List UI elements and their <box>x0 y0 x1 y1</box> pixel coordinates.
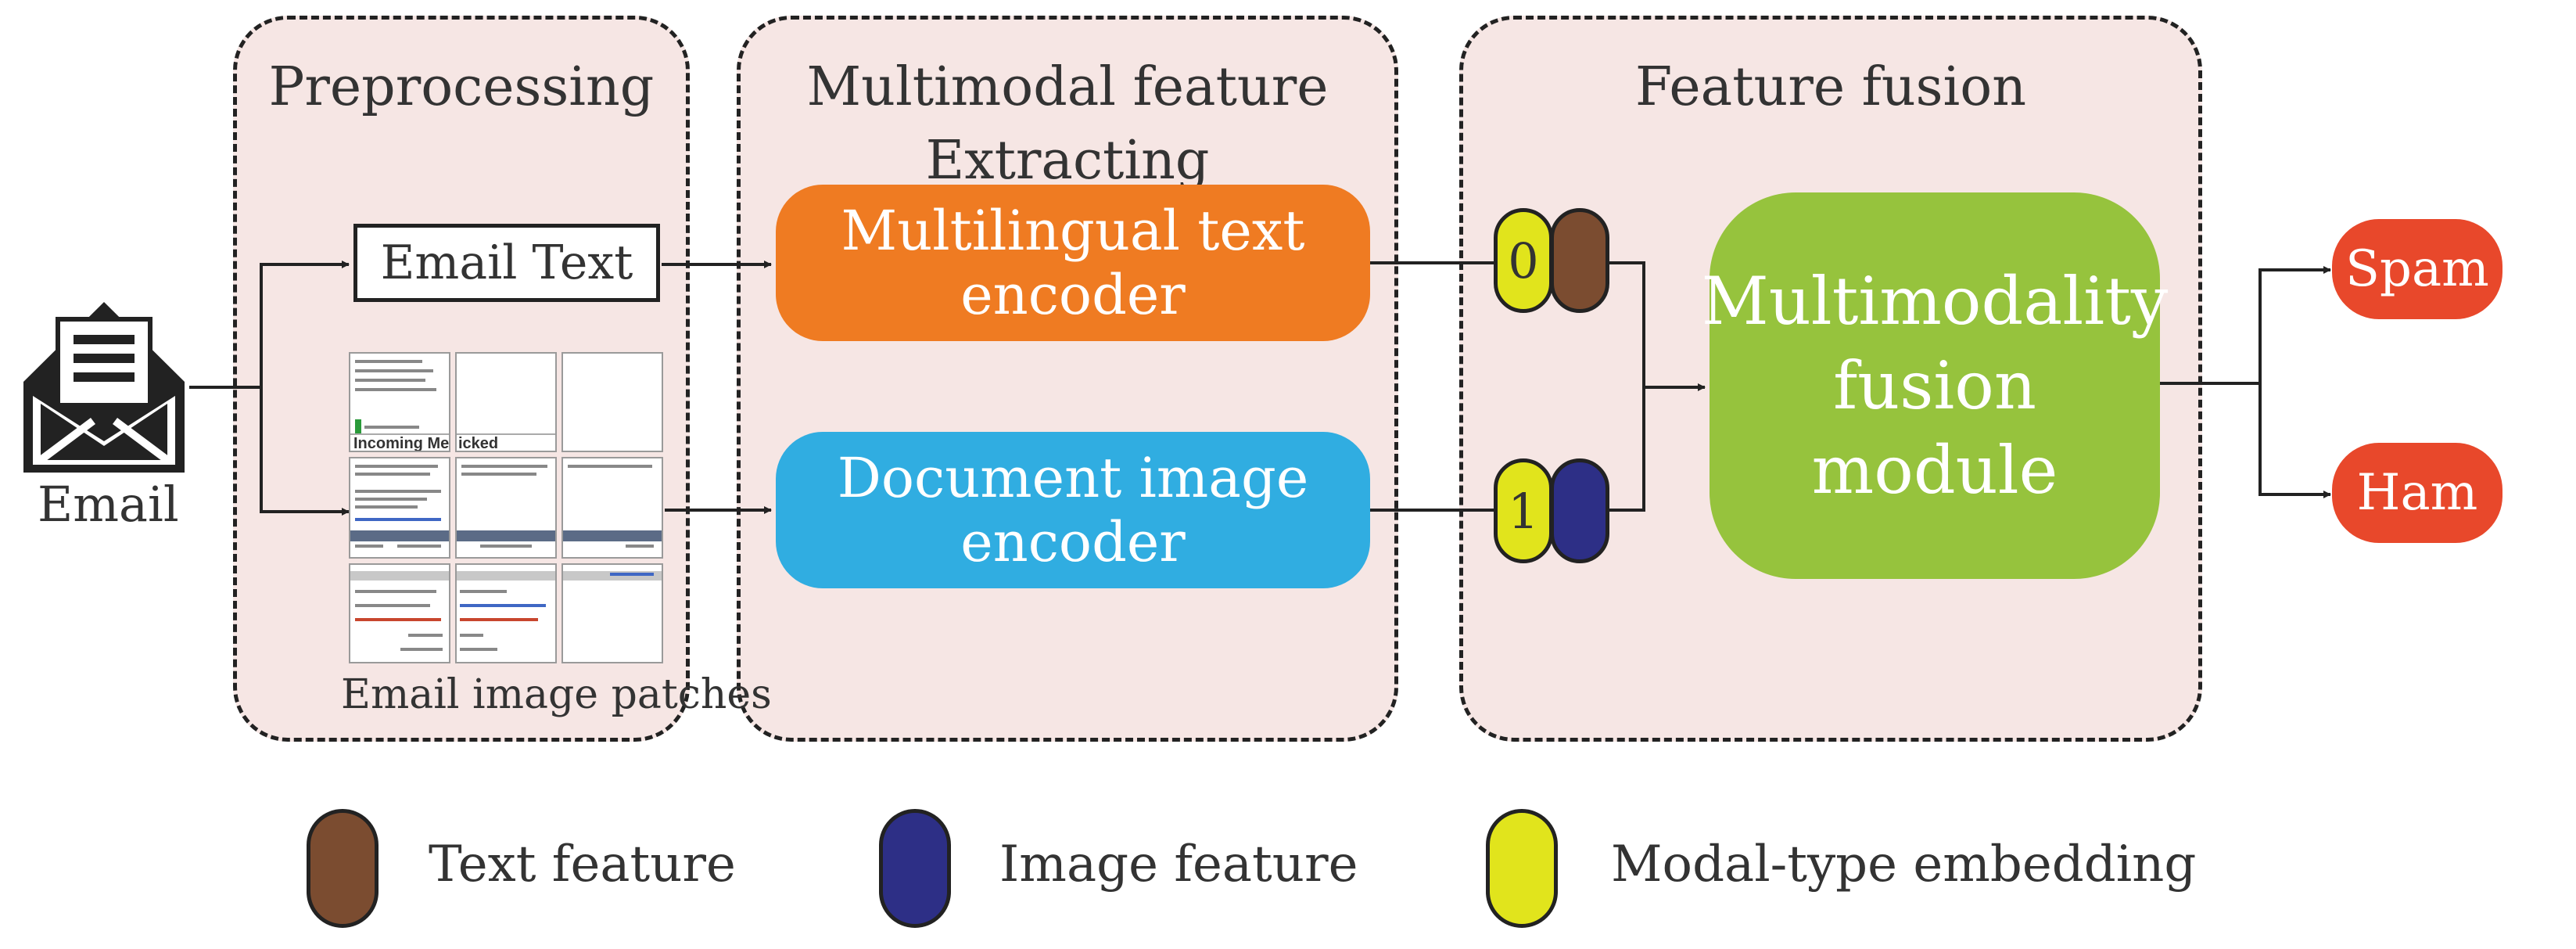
image-patch <box>455 457 557 559</box>
patch-headline: Incoming Messages <box>353 435 450 452</box>
split-to-email-text-arrow <box>260 261 350 387</box>
text-feature-token <box>1550 208 1609 313</box>
fusion-to-spam-arrow <box>2258 266 2331 383</box>
image-patch <box>349 563 450 663</box>
legend-image-feature-swatch <box>879 809 951 928</box>
image-patch <box>561 352 663 452</box>
legend-image-feature-label: Image feature <box>999 836 1358 893</box>
feature-extraction-stage: Multimodal feature Extracting <box>737 16 1398 742</box>
preprocessing-title: Preprocessing <box>268 56 655 118</box>
ham-output: Ham <box>2332 443 2502 543</box>
fusion-to-ham-arrow <box>2258 383 2331 498</box>
multimodality-fusion-module: Multimodality fusion module <box>1702 192 2168 579</box>
image-patch <box>561 457 663 559</box>
feature-extraction-title-line2: Extracting <box>925 130 1210 192</box>
feature-fusion-title: Feature fusion <box>1634 56 2027 118</box>
image-patch: icked <box>455 352 557 452</box>
email-text-box: Email Text <box>353 224 660 302</box>
feature-extraction-title-line1: Multimodal feature <box>806 56 1329 118</box>
image-patch: Incoming Messages <box>349 352 450 452</box>
multilingual-text-encoder: Multilingual text encoder <box>776 185 1370 341</box>
legend-modal-type-swatch <box>1486 809 1558 928</box>
image-modal-type-embedding: 1 <box>1494 458 1553 563</box>
image-patch <box>455 563 557 663</box>
legend-text-feature-swatch <box>307 809 379 928</box>
legend-modal-type-label: Modal-type embedding <box>1611 836 2197 893</box>
image-patch <box>561 563 663 663</box>
document-image-encoder: Document image encoder <box>776 432 1370 588</box>
split-to-patches-arrow <box>260 387 350 516</box>
image-patch <box>349 457 450 559</box>
email-envelope-icon <box>23 302 185 473</box>
patch-fragment: icked <box>458 435 499 452</box>
fusion-module-line2: fusion module <box>1811 347 2058 509</box>
text-modal-type-embedding: 0 <box>1494 208 1553 313</box>
email-input-label: Email <box>38 476 179 533</box>
fusion-module-line1: Multimodality <box>1701 263 2169 340</box>
image-feature-to-fusion-line <box>1609 387 1645 512</box>
text-feature-to-fusion-line <box>1609 261 1645 387</box>
legend-text-feature-label: Text feature <box>429 836 736 893</box>
image-feature-token <box>1550 458 1609 563</box>
spam-output: Spam <box>2332 219 2502 319</box>
email-image-patches-label: Email image patches <box>341 671 772 718</box>
